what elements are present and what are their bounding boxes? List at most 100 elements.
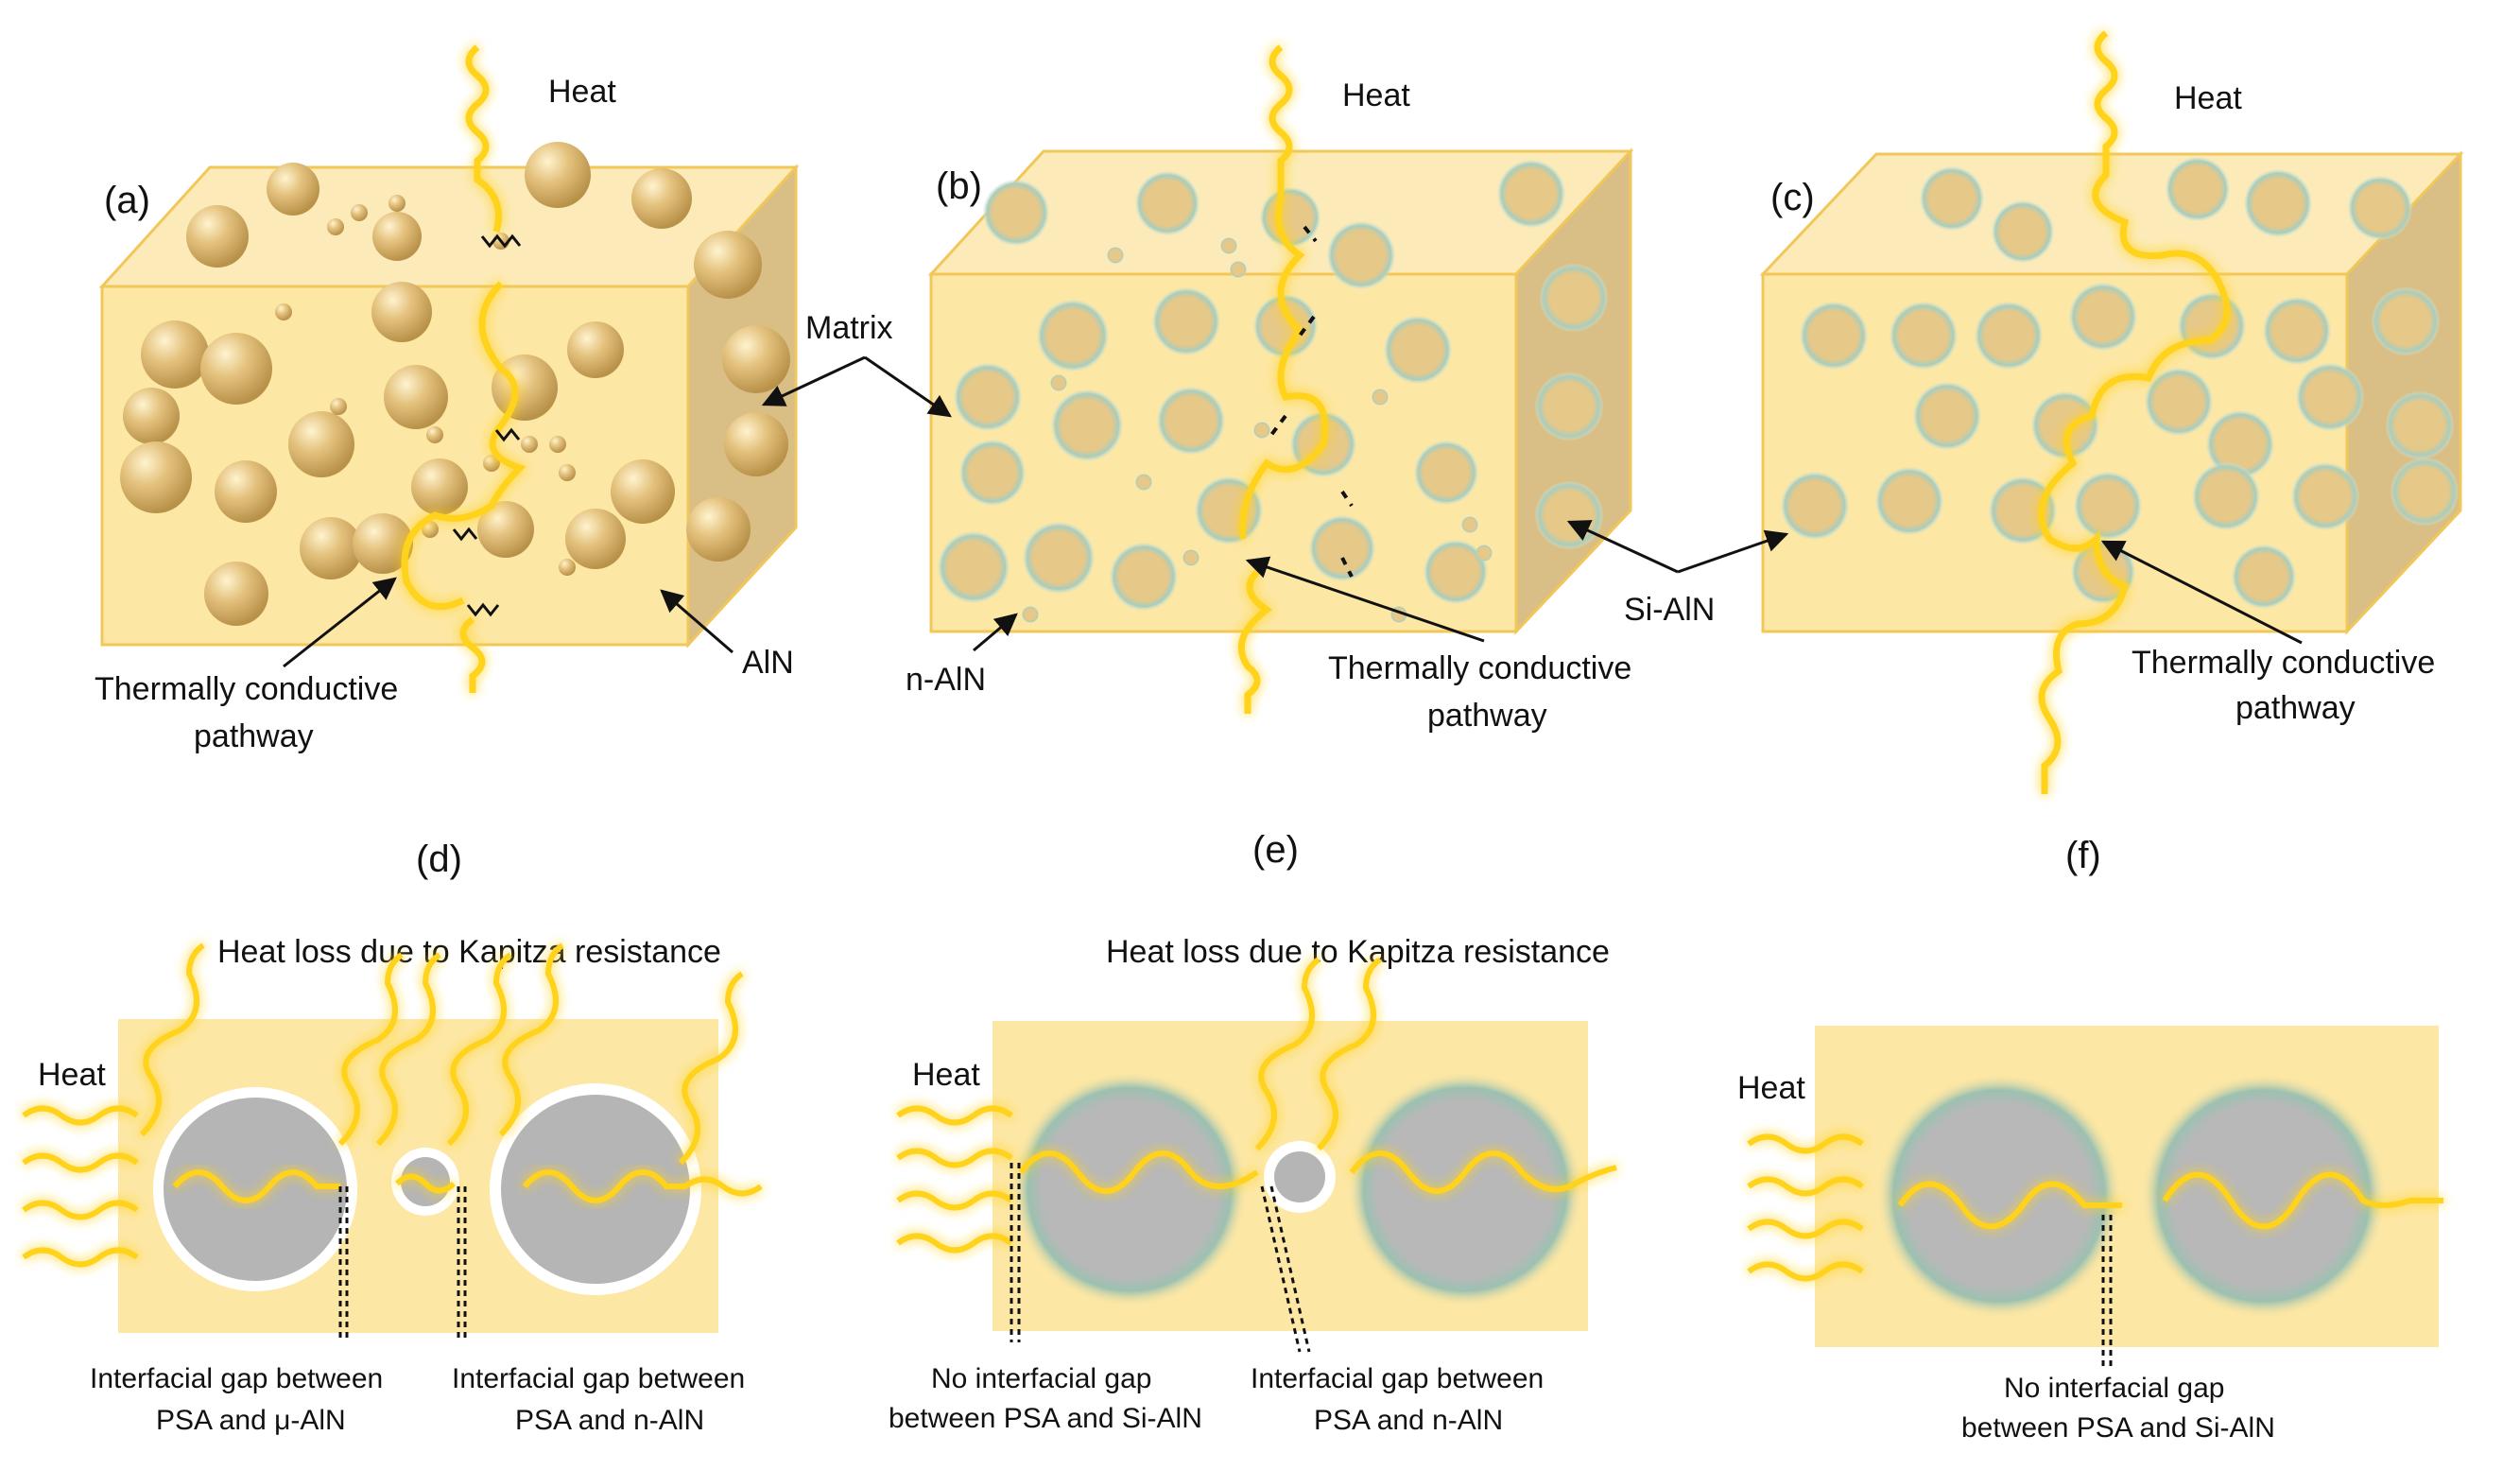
heat-label-b: Heat [1342,78,1410,113]
si-aln-particle [1023,522,1095,594]
panel-a: (a) Heat Thermally conductive pathway Al… [95,44,800,754]
gap-label-f1-line2: between PSA and Si-AlN [1961,1412,2275,1444]
n-aln-particle [549,436,566,453]
mu-aln-particle [215,460,277,523]
mu-aln-particle [123,388,180,444]
si-aln-particle [1327,221,1395,289]
n-aln-particle [351,204,368,221]
gap-label-e1-line2: between PSA and Si-AlN [889,1403,1202,1434]
shared-labels: Matrix Si-AlN [761,310,1789,628]
si-aln-particle [1875,467,1943,535]
n-aln-arrow [973,613,1018,652]
matrix-arrow-b [864,355,952,418]
si-aln-particle [1384,316,1452,384]
panel-tag-e: (e) [1252,829,1299,871]
n-aln-particle [559,464,576,481]
mu-aln-particle [611,459,675,524]
n-aln-particle [521,436,538,453]
si-aln-particle [2192,462,2260,530]
si-aln-label: Si-AlN [1624,592,1715,628]
panel-tag-f: (f) [2065,835,2101,876]
kapitza-label-d: Heat loss due to Kapitza resistance [217,934,721,970]
si-aln-particle [2296,363,2364,431]
si-aln-particle [1913,382,1981,450]
gap-marker [457,1186,467,1338]
si-aln-particle [938,531,1010,603]
heat-loss-waves [139,943,744,1166]
mu-aln-particle [724,412,788,476]
si-aln-particle [959,440,1026,506]
heat-label-a: Heat [548,74,616,110]
si-aln-particle [1540,264,1608,332]
si-aln-particle [1535,481,1603,549]
mu-aln-particle [120,441,192,513]
heat-through-path [172,1169,763,1203]
aln-arrow [660,589,734,654]
gap-marker [2101,1215,2113,1371]
pathway-label-b-line1: Thermally conductive [1328,650,1631,686]
n-aln-particle [275,303,292,320]
mu-aln-particle [141,320,209,389]
si-aln-particle [2386,391,2454,459]
pathway-label-a-line1: Thermally conductive [95,671,398,707]
si-aln-particle [2391,458,2459,526]
si-aln-particle [1989,476,2057,545]
n-aln-particle [1461,516,1478,533]
si-aln-particle [1890,302,1958,370]
mu-aln-particle [411,458,468,515]
heat-through-path [1018,1150,1617,1194]
pathway-arrow-a [283,577,397,668]
mu-aln-particle [200,333,272,405]
mu-aln-particle [631,168,692,229]
si-aln-particle [1011,1071,1248,1307]
si-aln-particle [1535,372,1603,441]
si-aln-particle [2244,169,2312,237]
pathway-label-b-line2: pathway [1427,698,1547,734]
gap-label-e2-line1: Interfacial gap between [1251,1363,1544,1394]
panel-tag-a: (a) [104,180,150,221]
gap-marker [1010,1163,1021,1342]
gap-marker [338,1186,349,1338]
heat-label-c: Heat [2174,80,2242,116]
n-aln-label: n-AlN [906,662,986,698]
pathway-arrow-c [2100,540,2303,645]
si-aln-particle [2141,1073,2387,1319]
mu-aln-particle [565,509,626,569]
gap-label-d2-line1: Interfacial gap between [452,1363,745,1394]
si-aln-particle [1424,540,1488,604]
si-aln-particle [983,180,1049,246]
si-aln-particle [1051,389,1123,461]
mu-aln-particle [353,513,413,574]
heat-label-f: Heat [1737,1070,1805,1106]
si-aln-particle [1920,166,1984,231]
mu-aln-particle [722,325,790,393]
panel-b: (b) Heat Thermally conductive pathway n-… [906,44,1634,734]
si-aln-arrow-b [1566,520,1679,574]
pathway-arrow-b [1245,556,1485,643]
panel-e: (e) Heat loss due to Kapitza resistance … [889,829,1617,1436]
heat-pathway [1237,44,1329,714]
si-aln-particle [2178,292,2246,360]
n-aln-particle [426,426,443,443]
mu-aln-particle [694,231,762,299]
panel-c: (c) Heat Thermally conductive pathway [1759,30,2464,794]
si-aln-particle [2069,283,2137,351]
si-aln-particle [2031,391,2099,459]
aln-label: AlN [742,645,794,681]
n-aln-particle [559,559,576,576]
gap-label-e2-line2: PSA and n-AlN [1314,1405,1503,1436]
n-aln-particle [388,195,406,212]
si-aln-particle [1260,187,1320,248]
n-aln-particle [1230,261,1247,278]
si-aln-particle [1876,1073,2122,1319]
si-aln-particle [2074,472,2142,540]
si-aln-particle [1800,302,1868,370]
gap-label-e1-line1: No interfacial gap [931,1363,1151,1394]
n-aln-particle [1253,422,1270,439]
si-aln-particle [1781,472,1849,540]
si-aln-particle [1152,287,1220,355]
heat-label-e: Heat [912,1057,980,1093]
si-aln-arrow-c [1677,529,1789,574]
heat-loss-waves [1254,957,1382,1151]
